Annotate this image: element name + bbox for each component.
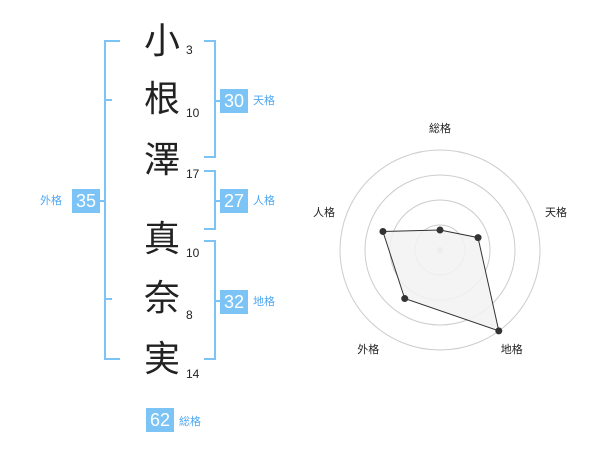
tenkaku-value: 30 xyxy=(220,89,248,113)
radar-point-5 xyxy=(379,227,387,235)
radar-point-3 xyxy=(495,327,503,335)
chikaku-label: 地格 xyxy=(253,295,275,308)
jinkaku-label: 人格 xyxy=(253,194,275,207)
name-char-3: 澤 xyxy=(143,140,180,181)
name-char-2: 根 xyxy=(143,79,180,120)
radar-point-2 xyxy=(474,234,482,242)
tenkaku-label: 天格 xyxy=(253,94,275,107)
radar-ring xyxy=(364,174,516,326)
name-char-4: 真 xyxy=(143,219,180,260)
name-char-1: 小 xyxy=(143,21,180,62)
radar-axis-label-3: 地格 xyxy=(500,342,523,356)
soukaku-value: 62 xyxy=(146,408,174,432)
stroke-count-1: 3 xyxy=(186,43,193,57)
radar-axis-label-5: 人格 xyxy=(312,206,335,220)
name-char-6: 実 xyxy=(143,339,180,380)
radar-point-4 xyxy=(401,295,409,303)
radar-axis-label-1: 総格 xyxy=(429,122,451,135)
radar-point-1 xyxy=(436,226,444,234)
stroke-count-4: 10 xyxy=(186,246,200,260)
gaikaku-value: 35 xyxy=(72,189,100,213)
stroke-count-5: 8 xyxy=(186,308,193,322)
soukaku-label: 総格 xyxy=(179,415,201,428)
jinkaku-value: 27 xyxy=(220,189,248,213)
radar-axis-label-4: 外格 xyxy=(357,342,380,356)
radar-axis-label-2: 天格 xyxy=(545,206,568,220)
radar-ring xyxy=(339,149,541,351)
stroke-count-3: 17 xyxy=(186,167,200,181)
name-char-5: 奈 xyxy=(143,278,180,319)
radar-series-polygon xyxy=(382,229,500,332)
stroke-count-6: 14 xyxy=(186,367,200,381)
chikaku-value: 32 xyxy=(220,290,248,314)
gaikaku-label: 外格 xyxy=(40,194,62,207)
stroke-count-2: 10 xyxy=(186,106,200,120)
